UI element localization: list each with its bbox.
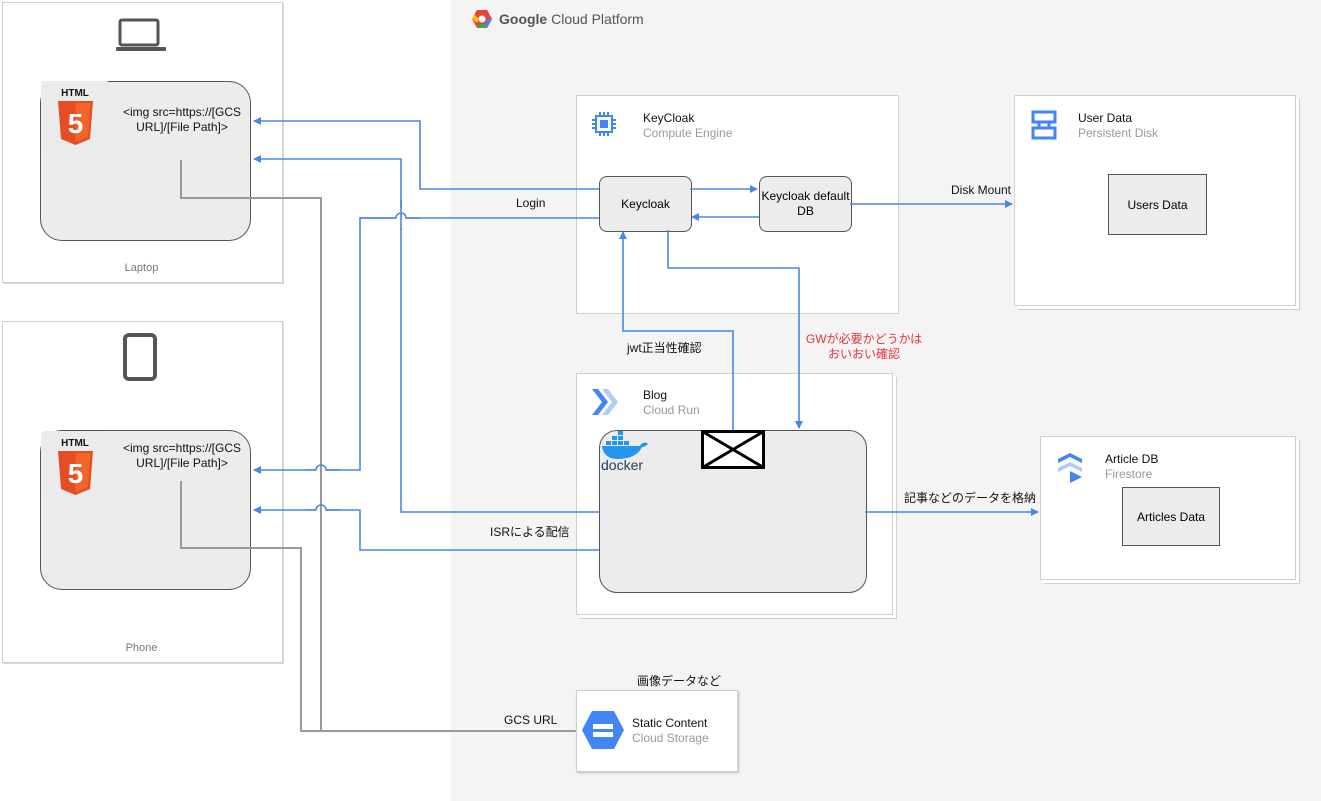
keycloak-to-phone bbox=[253, 217, 599, 474]
gcp-header: Google Cloud Platform bbox=[471, 9, 644, 29]
gw-line bbox=[667, 230, 803, 429]
laptop-html-badge: HTML 5 bbox=[41, 81, 110, 149]
blog-to-laptop bbox=[253, 155, 599, 513]
phone-html-label: HTML bbox=[61, 438, 89, 449]
blog-title: Blog bbox=[641, 388, 701, 402]
phone-img-text: <img src=https://[GCS URL]/[File Path]> bbox=[122, 441, 242, 470]
isr-label: ISRによる配信 bbox=[490, 525, 570, 539]
static-content-title: Static Content bbox=[632, 716, 708, 730]
laptop-gcs-line bbox=[180, 160, 576, 732]
article-db-card bbox=[1040, 436, 1296, 580]
user-data-subtitle: Persistent Disk bbox=[1078, 126, 1159, 140]
phone-icon bbox=[123, 333, 157, 381]
login-label: Login bbox=[516, 196, 546, 210]
static-content-subtitle: Cloud Storage bbox=[632, 731, 709, 745]
gcp-brand-rest: Cloud Platform bbox=[551, 11, 644, 27]
keycloak-subtitle: Compute Engine bbox=[643, 126, 733, 140]
laptop-img-text: <img src=https://[GCS URL]/[File Path]> bbox=[122, 105, 242, 134]
keycloak-to-laptop bbox=[253, 117, 599, 190]
phone-caption: Phone bbox=[125, 642, 158, 654]
placeholder-cross-icon bbox=[701, 430, 765, 469]
article-db-subtitle: Firestore bbox=[1105, 467, 1153, 481]
keycloak-title: KeyCloak bbox=[641, 111, 733, 125]
docker-label: docker bbox=[601, 457, 643, 472]
keycloak-db-node: Keycloak default DB bbox=[759, 176, 852, 232]
phone-gcs-line bbox=[180, 481, 576, 732]
line-jumps bbox=[360, 200, 420, 230]
docker-icon: docker bbox=[601, 431, 648, 472]
articles-data-node: Articles Data bbox=[1122, 487, 1220, 546]
laptop-icon bbox=[116, 18, 166, 51]
cloud-storage-icon bbox=[582, 711, 624, 749]
article-db-title: Article DB bbox=[1103, 452, 1167, 466]
phone-html-badge: HTML 5 bbox=[41, 431, 110, 499]
disk-mount-label: Disk Mount bbox=[951, 183, 1012, 197]
firestore-icon bbox=[1058, 453, 1082, 483]
line-jump-gaps bbox=[316, 208, 407, 520]
svg-text:5: 5 bbox=[68, 458, 84, 489]
laptop-caption: Laptop bbox=[124, 262, 159, 274]
gw-note-label: GWが必要かどうかは おいおい確認 bbox=[805, 332, 923, 361]
blog-subtitle: Cloud Run bbox=[643, 403, 700, 417]
jwt-check-line bbox=[619, 231, 734, 430]
html5-icon: HTML 5 bbox=[58, 88, 93, 145]
gcp-logo-icon bbox=[472, 10, 492, 28]
html5-icon: HTML 5 bbox=[58, 438, 93, 495]
cloud-run-icon bbox=[592, 389, 618, 415]
gray-connectors bbox=[180, 160, 576, 732]
users-data-node: Users Data bbox=[1108, 174, 1207, 235]
laptop-html-label: HTML bbox=[61, 88, 89, 99]
article-store-label: 記事などのデータを格納 bbox=[904, 491, 1037, 505]
persistent-disk-icon bbox=[1031, 110, 1057, 140]
static-content-note: 画像データなど bbox=[637, 674, 722, 688]
compute-engine-icon bbox=[592, 112, 616, 136]
gcp-brand-bold: Google bbox=[499, 11, 548, 27]
svg-text:5: 5 bbox=[68, 108, 84, 139]
keycloak-node: Keycloak bbox=[599, 176, 692, 232]
user-data-title: User Data bbox=[1076, 111, 1136, 125]
gcs-url-label: GCS URL bbox=[504, 713, 558, 727]
jwt-label: jwt正当性確認 bbox=[627, 341, 702, 355]
